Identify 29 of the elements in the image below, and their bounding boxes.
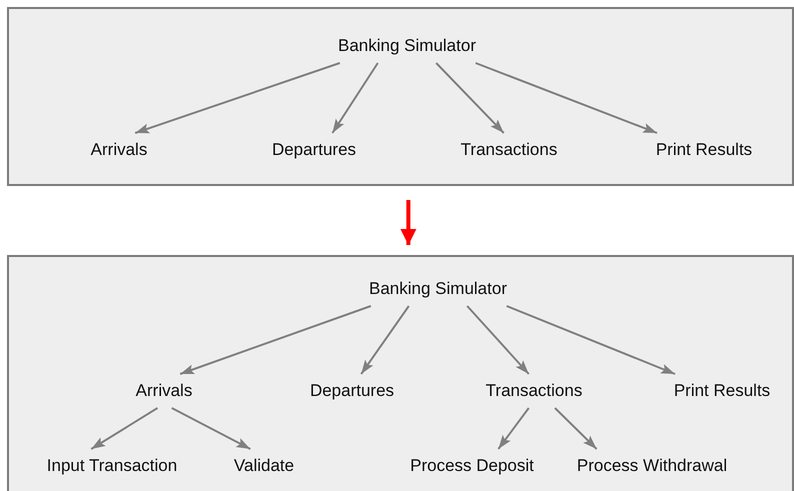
arrow — [400, 200, 416, 245]
panel — [7, 7, 794, 186]
node-label: Input Transaction — [42, 449, 182, 483]
node-label: Transactions — [456, 133, 562, 167]
node-label: Print Results — [670, 374, 774, 408]
node-label: Arrivals — [86, 133, 152, 167]
panel — [7, 255, 794, 491]
arrow — [498, 407, 530, 450]
arrow — [360, 305, 410, 375]
node-label: Departures — [268, 133, 360, 167]
node-label: Banking Simulator — [365, 272, 511, 306]
arrow — [180, 305, 372, 375]
arrow — [90, 407, 158, 450]
arrow — [466, 305, 530, 375]
node-label: Print Results — [652, 133, 756, 167]
arrow — [171, 407, 251, 450]
node-label: Banking Simulator — [334, 29, 480, 63]
arrow — [554, 407, 598, 450]
arrow — [134, 62, 340, 134]
node-label: Process Withdrawal — [572, 449, 732, 483]
arrow — [435, 62, 504, 134]
node-label: Transactions — [482, 374, 586, 408]
node-label: Departures — [306, 374, 398, 408]
arrow — [475, 62, 658, 134]
arrow — [506, 305, 676, 375]
arrow — [332, 62, 379, 134]
node-label: Validate — [230, 449, 298, 483]
node-label: Arrivals — [132, 374, 196, 408]
node-label: Process Deposit — [406, 449, 538, 483]
